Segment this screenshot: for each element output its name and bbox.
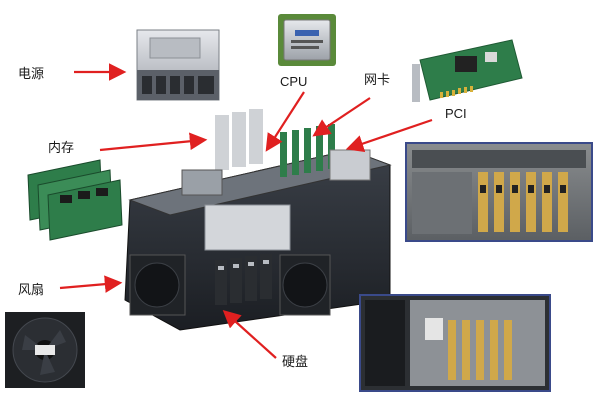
arrow-fan xyxy=(59,275,123,293)
memory-module-photo xyxy=(27,159,123,241)
power-supply-photo xyxy=(136,29,220,101)
pci-slots-photo xyxy=(405,142,593,242)
label-pci: PCI xyxy=(445,106,467,121)
arrow-hard-disk xyxy=(222,310,277,359)
label-power-supply: 电源 xyxy=(18,67,45,82)
label-memory: 内存 xyxy=(48,141,75,156)
fan-photo xyxy=(5,312,85,388)
cpu-chip-photo xyxy=(278,14,336,66)
label-fan: 风扇 xyxy=(18,283,45,298)
label-nic: 网卡 xyxy=(364,73,391,88)
arrow-pci xyxy=(345,118,433,153)
server-chassis-photo xyxy=(124,109,392,331)
label-cpu: CPU xyxy=(280,74,308,89)
pci-slots-closeup-photo xyxy=(359,294,551,392)
network-card-photo xyxy=(412,39,523,102)
pointer-arrows xyxy=(59,63,433,359)
arrow-cpu xyxy=(265,91,305,152)
arrow-memory xyxy=(99,132,208,152)
label-hard-disk: 硬盘 xyxy=(282,355,309,370)
arrow-nic xyxy=(312,97,371,137)
